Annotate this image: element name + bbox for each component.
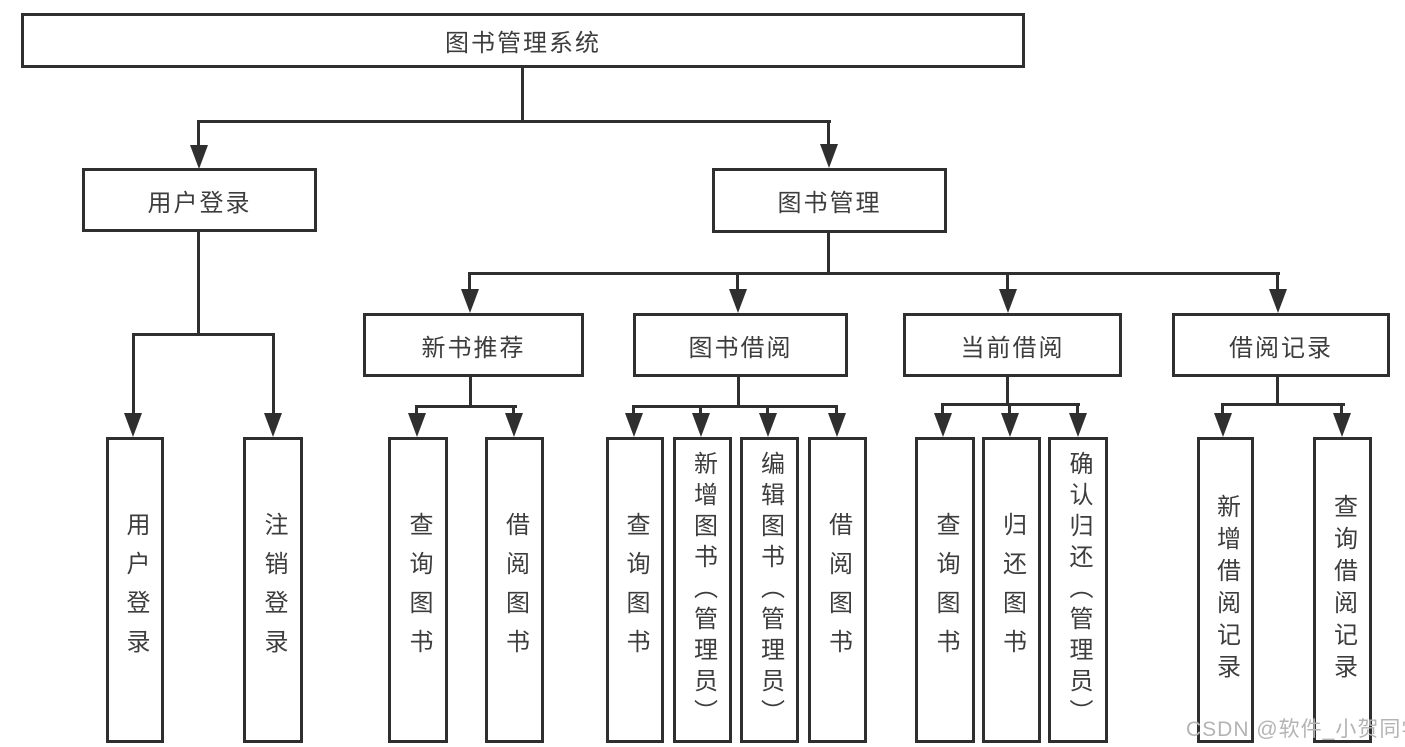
- connector-line: [512, 405, 515, 415]
- node-current-confirm-return: 确认归还（管理员）: [1048, 437, 1108, 743]
- connector-line: [521, 68, 524, 120]
- node-user-login-label: 用户登录: [147, 189, 252, 217]
- arrowhead-down: [1269, 289, 1287, 313]
- node-record-add: 新增借阅记录: [1197, 437, 1254, 743]
- csdn-watermark: CSDN @软件_小贺同学: [1186, 718, 1405, 741]
- connector-line: [1276, 377, 1279, 403]
- connector-line: [197, 120, 200, 147]
- connector-line: [1340, 403, 1343, 415]
- connector-line: [827, 120, 830, 147]
- connector-line: [415, 405, 418, 415]
- connector-line: [1006, 377, 1009, 403]
- arrowhead-down: [408, 413, 426, 437]
- connector-line: [1008, 403, 1011, 415]
- node-newbook-borrow-label: 借阅图书: [501, 512, 529, 668]
- node-current-query: 查询图书: [915, 437, 975, 743]
- connector-line: [132, 333, 275, 336]
- node-record-add-label: 新增借阅记录: [1212, 494, 1240, 686]
- node-record-query-label: 查询借阅记录: [1329, 494, 1357, 686]
- node-borrowing-records-label: 借阅记录: [1229, 334, 1333, 362]
- connector-line: [835, 405, 838, 415]
- node-logout: 注销登录: [243, 437, 303, 743]
- arrowhead-down: [1001, 413, 1019, 437]
- connector-line: [632, 405, 635, 415]
- arrowhead-down: [1214, 413, 1232, 437]
- connector-line: [699, 405, 702, 415]
- node-newbook-query: 查询图书: [388, 437, 448, 743]
- arrowhead-down: [264, 413, 282, 437]
- arrowhead-down: [190, 145, 208, 169]
- arrowhead-down: [124, 413, 142, 437]
- arrowhead-down: [828, 413, 846, 437]
- node-current-return-label: 归还图书: [998, 512, 1026, 668]
- node-root-label: 图书管理系统: [445, 30, 601, 57]
- connector-line: [766, 405, 769, 415]
- connector-line: [415, 405, 517, 408]
- node-logout-label: 注销登录: [260, 512, 287, 668]
- connector-line: [468, 272, 471, 291]
- node-borrowing-borrow: 借阅图书: [808, 437, 867, 743]
- node-new-book-recommend-label: 新书推荐: [421, 334, 526, 362]
- node-book-borrowing: 图书借阅: [633, 313, 848, 377]
- node-login-label: 用户登录: [122, 512, 149, 668]
- node-book-management: 图书管理: [712, 168, 947, 233]
- connector-line: [827, 233, 830, 272]
- node-current-confirm-return-label: 确认归还（管理员）: [1065, 450, 1092, 730]
- node-borrowing-borrow-label: 借阅图书: [824, 512, 852, 668]
- connector-line: [1221, 403, 1224, 415]
- connector-line: [469, 377, 472, 405]
- arrowhead-down: [1069, 413, 1087, 437]
- node-borrowing-edit-label: 编辑图书（管理员）: [756, 450, 784, 730]
- arrowhead-down: [999, 289, 1017, 313]
- connector-line: [941, 403, 944, 415]
- connector-line: [1006, 272, 1009, 291]
- node-current-query-label: 查询图书: [932, 512, 959, 668]
- node-newbook-borrow: 借阅图书: [485, 437, 544, 743]
- node-book-management-label: 图书管理: [777, 190, 882, 217]
- node-borrowing-add-label: 新增图书（管理员）: [689, 450, 717, 730]
- connector-line: [197, 232, 200, 333]
- node-borrowing-query-label: 查询图书: [622, 512, 649, 668]
- arrowhead-down: [625, 413, 643, 437]
- arrowhead-down: [759, 413, 777, 437]
- arrowhead-down: [1333, 413, 1351, 437]
- connector-line: [736, 272, 739, 291]
- connector-line: [468, 272, 1280, 275]
- node-current-borrowing: 当前借阅: [903, 313, 1122, 377]
- node-book-borrowing-label: 图书借阅: [688, 334, 793, 362]
- node-login: 用户登录: [106, 437, 164, 743]
- connector-line: [632, 405, 838, 408]
- node-root: 图书管理系统: [21, 13, 1025, 68]
- node-record-query: 查询借阅记录: [1313, 437, 1372, 743]
- connector-line: [272, 333, 275, 415]
- arrowhead-down: [934, 413, 952, 437]
- node-new-book-recommend: 新书推荐: [363, 313, 584, 377]
- node-current-borrowing-label: 当前借阅: [960, 334, 1065, 362]
- node-borrowing-add: 新增图书（管理员）: [673, 437, 732, 743]
- arrowhead-down: [729, 289, 747, 313]
- connector-line: [737, 377, 740, 405]
- connector-line: [1076, 403, 1079, 415]
- node-user-login: 用户登录: [82, 168, 317, 232]
- arrowhead-down: [820, 144, 838, 168]
- node-newbook-query-label: 查询图书: [405, 512, 432, 668]
- connector-line: [197, 120, 831, 123]
- connector-line: [1276, 272, 1279, 291]
- node-borrowing-edit: 编辑图书（管理员）: [740, 437, 799, 743]
- arrowhead-down: [461, 289, 479, 313]
- arrowhead-down: [505, 413, 523, 437]
- node-borrowing-records: 借阅记录: [1172, 313, 1390, 377]
- connector-line: [1221, 403, 1345, 406]
- node-borrowing-query: 查询图书: [606, 437, 664, 743]
- arrowhead-down: [692, 413, 710, 437]
- node-current-return: 归还图书: [982, 437, 1041, 743]
- connector-line: [132, 333, 135, 415]
